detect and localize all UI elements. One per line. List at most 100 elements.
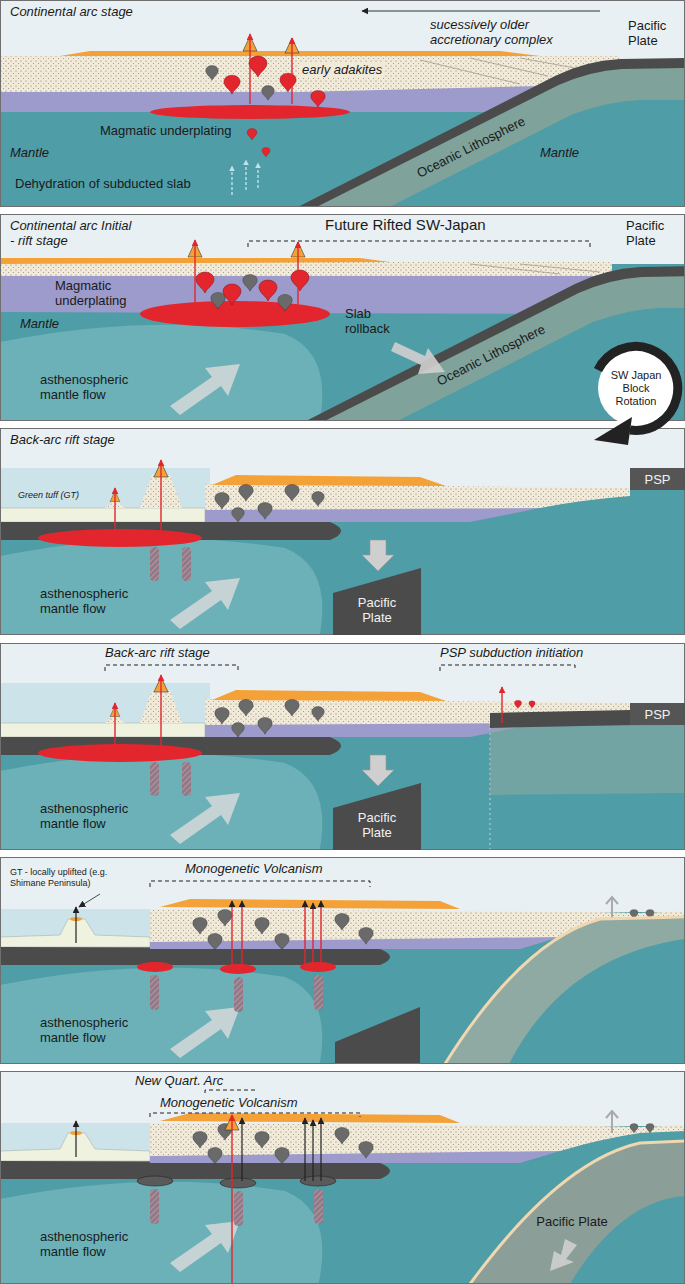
panel-back-arc-rift xyxy=(0,428,685,643)
panel-quaternary-arc xyxy=(320,1118,321,1181)
panel-quaternary-arc xyxy=(231,1115,232,1284)
panel-initial-rift xyxy=(194,240,195,309)
panel-continental-arc xyxy=(257,163,258,188)
panel-monogenetic xyxy=(312,903,313,967)
plate-label: PSP xyxy=(644,707,670,722)
panel-quaternary-arc xyxy=(470,1141,685,1284)
panel-monogenetic xyxy=(440,919,685,1072)
panel-continental-arc xyxy=(280,73,296,92)
panel-initial-rift xyxy=(243,274,257,291)
panel-quaternary-arc xyxy=(137,1176,173,1186)
panel-psp-initiation xyxy=(529,701,535,708)
panel-psp-initiation xyxy=(490,725,685,795)
panel-continental-arc xyxy=(206,66,219,81)
rotation-arrow xyxy=(594,346,678,445)
panel-continental-arc xyxy=(291,38,292,104)
panel-continental-arc xyxy=(1,1,685,207)
rotation-arrow xyxy=(594,417,632,445)
panel-monogenetic xyxy=(241,901,242,967)
panel-quaternary-arc xyxy=(312,1120,313,1181)
label-text: Slab rollback xyxy=(345,306,415,336)
panel-continental-arc xyxy=(362,11,600,12)
panel-psp-initiation xyxy=(0,643,685,858)
panel-initial-rift xyxy=(223,284,241,305)
panel-initial-rift xyxy=(259,280,277,301)
plate-block: Pacific Plate xyxy=(333,783,421,850)
label-text: Future Rifted SW-Japan xyxy=(325,216,486,233)
panel-continental-arc xyxy=(245,160,246,190)
label-text: SW Japan Block Rotation xyxy=(605,369,667,408)
plate-label: Pacific Plate xyxy=(347,568,407,625)
label-text: Back-arc rift stage xyxy=(105,645,210,660)
panel-initial-rift xyxy=(211,292,225,309)
plate-box: PSP xyxy=(630,703,685,725)
panel-continental-arc xyxy=(60,51,540,56)
label-text: Mantle xyxy=(20,316,59,331)
panel-quaternary-arc xyxy=(550,1239,577,1271)
label-text: Mantle xyxy=(540,145,579,160)
panel-psp-initiation xyxy=(105,665,238,671)
label-text: Pacific Plate xyxy=(536,1214,608,1229)
panel-psp-initiation xyxy=(490,710,630,728)
panel-continental-arc xyxy=(247,128,257,140)
panel-psp-initiation xyxy=(0,643,685,858)
panel-continental-arc xyxy=(249,56,267,77)
panel-initial-rift xyxy=(1,215,685,421)
panel-monogenetic xyxy=(150,881,370,887)
panel-continental-arc xyxy=(311,90,325,107)
label-text: Green tuff (GT) xyxy=(18,490,79,501)
label-text: asthenospheric mantle flow xyxy=(40,586,150,616)
panel-monogenetic xyxy=(440,917,685,1072)
label-text: New Quart. Arc xyxy=(135,1073,223,1088)
panel-quaternary-arc xyxy=(1,1072,685,1284)
panel-continental-arc xyxy=(0,56,620,92)
label-text: asthenospheric mantle flow xyxy=(40,372,150,402)
label-text: asthenospheric mantle flow xyxy=(40,1229,150,1259)
plate-shape xyxy=(333,783,421,850)
label-text: Back-arc rift stage xyxy=(10,432,115,447)
panel-continental-arc xyxy=(249,34,250,104)
panel-monogenetic xyxy=(1,858,685,1064)
label-text: Continental arc Initial - rift stage xyxy=(10,218,135,248)
panel-quaternary-arc xyxy=(205,1090,255,1093)
plate-label: PSP xyxy=(644,472,670,487)
panel-monogenetic xyxy=(0,857,685,1072)
panel-initial-rift xyxy=(0,325,322,429)
panel-monogenetic xyxy=(335,1007,420,1064)
label-text: Pacific Plate xyxy=(626,218,682,248)
panel-psp-initiation xyxy=(514,700,521,708)
panel-continental-arc xyxy=(224,75,240,94)
label-text: PSP subduction initiation xyxy=(440,645,583,660)
panel-continental-arc xyxy=(233,58,685,240)
panel-initial-rift xyxy=(248,241,590,247)
label-text: Oceanic Lithosphere xyxy=(434,322,547,389)
panel-monogenetic xyxy=(79,894,100,907)
panel-monogenetic xyxy=(304,901,305,967)
panel-monogenetic xyxy=(220,964,256,974)
panel-monogenetic xyxy=(231,901,232,967)
label-text: sucessively older accretionary complex xyxy=(430,17,580,47)
label-text: Magmatic underplating xyxy=(55,278,140,308)
label-text: Mantle xyxy=(10,145,49,160)
label-text: Dehydration of subducted slab xyxy=(15,176,191,191)
panel-continental-arc xyxy=(150,105,350,119)
panel-back-arc-rift xyxy=(1,429,685,635)
panel-initial-rift xyxy=(470,264,600,274)
label-text: Continental arc stage xyxy=(10,4,133,19)
panel-initial-rift xyxy=(291,270,309,291)
panel-initial-rift xyxy=(0,214,685,448)
panel-quaternary-arc xyxy=(0,1071,685,1284)
label-text: Oceanic Lithosphere xyxy=(414,114,527,181)
panel-continental-arc xyxy=(262,86,275,101)
plate-shape xyxy=(333,568,421,635)
panel-quaternary-arc xyxy=(470,1141,685,1284)
plate-block: Pacific Plate xyxy=(333,568,421,635)
panel-continental-arc xyxy=(262,148,270,157)
panel-monogenetic xyxy=(320,901,321,967)
label-text: Monogenetic Volcanism xyxy=(185,861,323,876)
label-text: Magmatic underplating xyxy=(100,123,232,138)
panel-monogenetic xyxy=(0,857,685,1072)
panel-initial-rift xyxy=(391,342,445,374)
panel-initial-rift xyxy=(278,294,292,311)
